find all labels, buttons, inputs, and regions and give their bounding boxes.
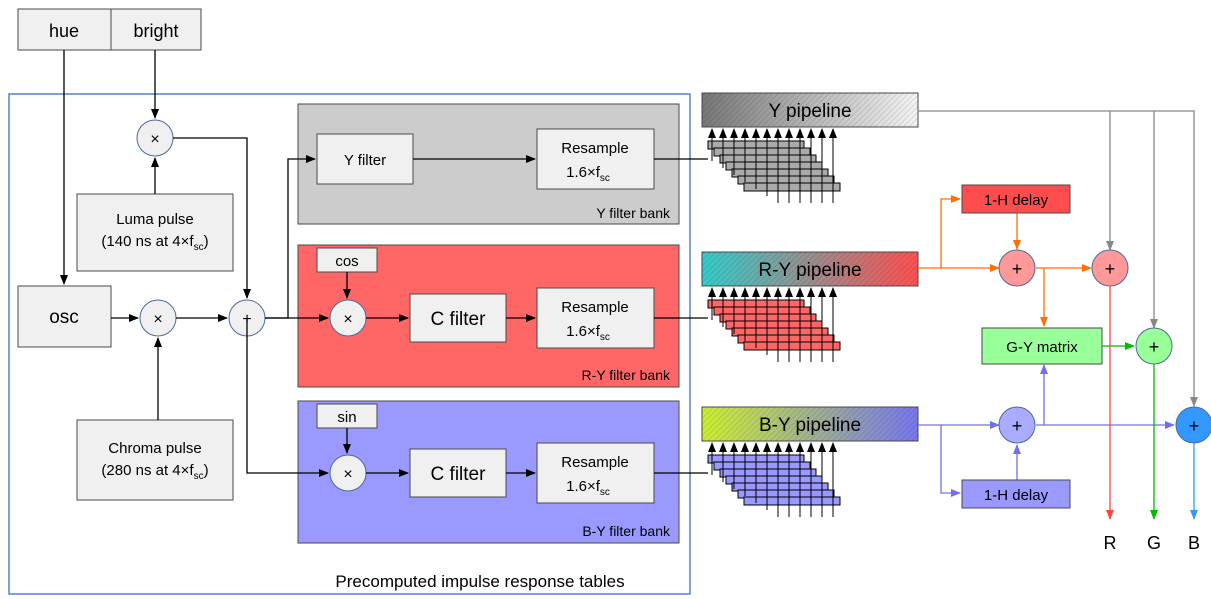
left-signal-wires: [60, 50, 708, 477]
chroma-pulse-timing: (280 ns at 4×fsc): [101, 462, 208, 482]
ry-pipeline-label: R-Y pipeline: [758, 260, 861, 281]
ry-wires: [918, 195, 1092, 327]
cos-demodulator: ×: [329, 299, 367, 337]
chroma-pulse-block: Chroma pulse (280 ns at 4×fsc): [76, 419, 234, 501]
bright-label: bright: [133, 21, 178, 41]
osc-label: osc: [49, 307, 79, 328]
sin-demodulator: ×: [329, 454, 367, 492]
hue-label: hue: [49, 21, 79, 41]
by-c-filter-label: C filter: [431, 464, 487, 485]
by-comb-adder-symbol: +: [1012, 416, 1023, 436]
g-output-label: G: [1147, 533, 1161, 553]
hue-input: hue: [17, 8, 112, 51]
ry-c-filter-block: C filter: [409, 293, 507, 343]
chroma-pulse-title: Chroma pulse: [108, 440, 201, 457]
y-pipeline: Y pipeline: [701, 92, 919, 128]
g-adder: +: [1135, 327, 1173, 365]
by-resample-title: Resample: [561, 454, 629, 471]
g-adder-symbol: +: [1149, 337, 1160, 357]
y-resample-block: Resample 1.6×fsc: [536, 128, 655, 190]
r-output-label: R: [1104, 533, 1117, 553]
ry-resample-block: Resample 1.6×fsc: [536, 287, 655, 349]
by-impulse-tables: [707, 442, 841, 517]
y-resample-title: Resample: [561, 140, 629, 157]
y-distribution-wires: [918, 110, 1198, 407]
cos-label: cos: [335, 253, 358, 270]
cos-block: cos: [316, 247, 378, 273]
gy-matrix-label: G-Y matrix: [1006, 339, 1078, 356]
sin-label: sin: [337, 409, 356, 426]
table-strip: [743, 341, 841, 351]
y-impulse-tables: [707, 128, 841, 203]
r-adder-symbol: +: [1105, 259, 1116, 279]
ry-resample-rate: 1.6×fsc: [566, 323, 610, 343]
precomputed-region: [8, 93, 691, 595]
b-adder-symbol: +: [1189, 416, 1200, 436]
luma-pulse-title: Luma pulse: [116, 211, 194, 228]
sin-block: sin: [316, 403, 378, 429]
y-bank-label: Y filter bank: [596, 205, 671, 221]
by-resample-rate: 1.6×fsc: [566, 478, 610, 498]
ry-impulse-tables: [707, 287, 841, 362]
table-strip: [743, 182, 841, 192]
by-resample-block: Resample 1.6×fsc: [536, 442, 655, 504]
chroma-multiplier: ×: [139, 299, 177, 337]
by-c-filter-block: C filter: [409, 448, 507, 498]
y-pipeline-label: Y pipeline: [768, 101, 851, 122]
ry-c-filter-label: C filter: [431, 309, 487, 330]
by-pipeline-label: B-Y pipeline: [759, 415, 861, 436]
y-filter-label: Y filter: [344, 152, 386, 169]
luma-pulse-timing: (140 ns at 4×fsc): [101, 233, 208, 253]
by-comb-adder: +: [998, 406, 1036, 444]
ry-bank-label: R-Y filter bank: [582, 367, 671, 383]
by-1h-delay-label: 1-H delay: [984, 487, 1049, 504]
chroma-multiplier-symbol: ×: [153, 311, 162, 328]
table-strip: [743, 496, 841, 506]
ry-1h-delay-label: 1-H delay: [984, 192, 1049, 209]
ry-comb-adder-symbol: +: [1012, 259, 1023, 279]
precomputed-region-label: Precomputed impulse response tables: [335, 572, 624, 591]
y-resample-rate: 1.6×fsc: [566, 164, 610, 184]
luma-pulse-block: Luma pulse (140 ns at 4×fsc): [76, 193, 234, 272]
bright-input: bright: [110, 8, 202, 51]
by-bank-label: B-Y filter bank: [582, 523, 671, 539]
sin-demodulator-symbol: ×: [343, 466, 352, 483]
ry-comb-adder: +: [998, 249, 1036, 287]
by-1h-delay: 1-H delay: [961, 479, 1071, 509]
b-adder: +: [1175, 406, 1211, 444]
ry-1h-delay: 1-H delay: [961, 184, 1071, 214]
luma-multiplier-symbol: ×: [150, 131, 159, 148]
r-adder: +: [1091, 249, 1129, 287]
luma-multiplier: ×: [136, 119, 174, 157]
ry-pipeline: R-Y pipeline: [701, 251, 919, 287]
b-output-label: B: [1188, 533, 1200, 553]
ry-resample-title: Resample: [561, 299, 629, 316]
osc-block: osc: [17, 285, 112, 348]
cos-demodulator-symbol: ×: [343, 311, 352, 328]
y-filter-block: Y filter: [316, 133, 414, 185]
by-pipeline: B-Y pipeline: [701, 406, 919, 442]
gy-matrix: G-Y matrix: [981, 327, 1103, 365]
by-wires: [918, 364, 1175, 497]
